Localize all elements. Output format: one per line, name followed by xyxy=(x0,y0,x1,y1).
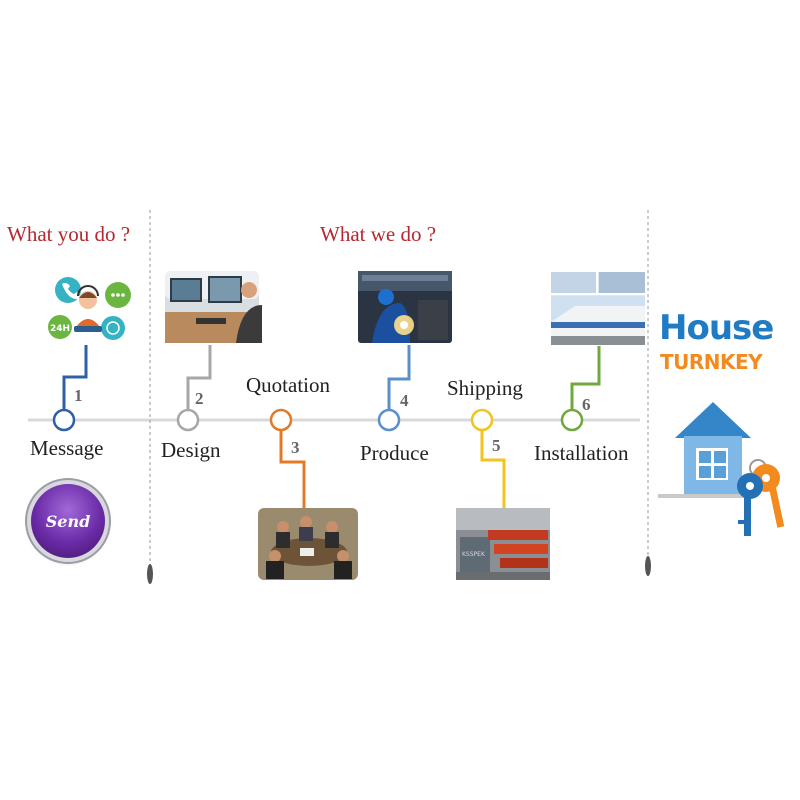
design-office-photo xyxy=(165,271,262,343)
step-6-label: Installation xyxy=(534,441,629,465)
step-5-label: Shipping xyxy=(447,376,523,400)
step-2-number: 2 xyxy=(195,389,204,408)
keys-icon xyxy=(737,459,785,536)
connector-step-3 xyxy=(279,431,306,508)
step-1-number: 1 xyxy=(74,386,83,405)
svg-text:24H: 24H xyxy=(50,324,70,334)
divider-right-end xyxy=(645,556,651,576)
heading-what-we-do: What we do ? xyxy=(320,222,437,246)
step-6-circle xyxy=(560,408,584,432)
divider-left-end xyxy=(147,564,153,584)
step-3-label: Quotation xyxy=(246,373,330,397)
step-4-label: Produce xyxy=(360,441,429,465)
step-6-number: 6 xyxy=(582,395,591,414)
connector-step-6 xyxy=(570,346,601,409)
quotation-meeting-photo xyxy=(258,508,358,580)
installation-building-photo xyxy=(551,272,645,345)
step-2-label: Design xyxy=(161,438,221,462)
house-icon xyxy=(658,402,751,498)
svg-text:KSSPEK: KSSPEK xyxy=(462,551,486,558)
step-1-label: Message xyxy=(30,436,104,460)
step-3-number: 3 xyxy=(291,438,300,457)
logo-house-text: House xyxy=(659,308,774,348)
connector-step-2 xyxy=(186,345,212,409)
step-4-number: 4 xyxy=(400,391,409,410)
connector-step-5 xyxy=(480,431,506,508)
send-button[interactable]: Send xyxy=(31,484,105,558)
step-5-number: 5 xyxy=(492,436,501,455)
heading-what-you-do: What you do ? xyxy=(7,222,131,246)
logo-turnkey-text: TURNKEY xyxy=(660,350,763,374)
step-3-circle xyxy=(269,408,293,432)
send-button-label: Send xyxy=(45,511,91,531)
connector-step-1 xyxy=(62,345,88,409)
shipping-steel-photo: KSSPEK xyxy=(456,508,550,580)
step-1-circle xyxy=(52,408,76,432)
customer-support-icon: 24H xyxy=(48,277,131,340)
step-4-circle xyxy=(377,408,401,432)
connector-step-4 xyxy=(387,345,411,409)
step-2-circle xyxy=(176,408,200,432)
step-5-circle xyxy=(470,408,494,432)
produce-welding-photo xyxy=(358,271,452,343)
